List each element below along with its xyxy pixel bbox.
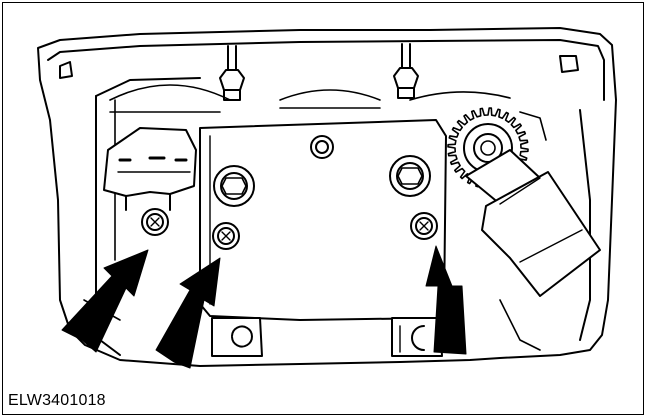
middle-screw — [212, 222, 240, 250]
cover-plate — [199, 119, 447, 321]
rotary-socket-left — [213, 165, 255, 207]
top-clip-left — [219, 45, 245, 101]
rotary-socket-right — [389, 155, 431, 197]
gear-hub-ring-3 — [480, 140, 496, 156]
figure-reference-code: ELW3401018 — [8, 392, 106, 409]
callout-arrows — [61, 245, 467, 369]
lower-slots — [211, 317, 443, 357]
electrical-connector — [103, 127, 197, 211]
right-screw — [410, 212, 438, 240]
internal-ribs — [83, 84, 547, 351]
actuator-motor — [465, 149, 601, 297]
top-clip-right — [393, 43, 419, 99]
left-screw — [141, 208, 169, 236]
arrow-icon — [61, 249, 149, 353]
arrow-icon — [425, 245, 467, 355]
arrow-icon — [155, 257, 221, 369]
